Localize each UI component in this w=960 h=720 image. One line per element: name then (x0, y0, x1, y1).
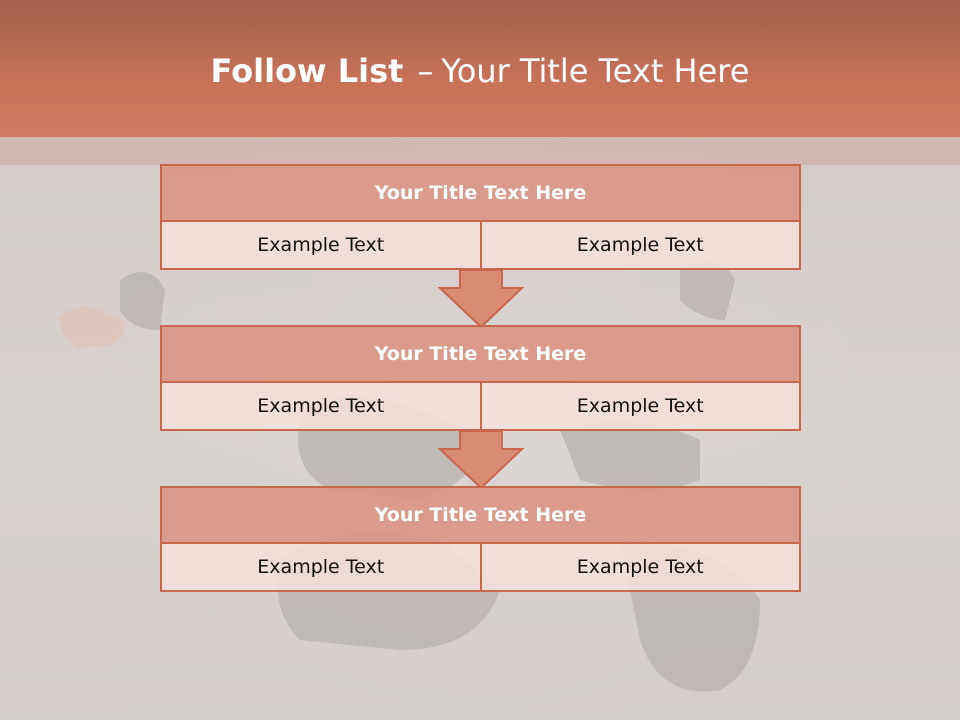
step-cell-left: Example Text (162, 544, 480, 590)
step-box-2: Your Title Text Here Example Text Exampl… (160, 325, 801, 431)
step-title: Your Title Text Here (162, 166, 799, 222)
header-band (0, 0, 960, 137)
slide-title: Follow List–Your Title Text Here (0, 52, 960, 90)
step-cell-left: Example Text (162, 383, 480, 429)
step-cell-right: Example Text (479, 222, 799, 268)
step-title: Your Title Text Here (162, 488, 799, 544)
step-box-1: Your Title Text Here Example Text Exampl… (160, 164, 801, 270)
header-stripe (0, 137, 960, 165)
down-arrow-icon (438, 431, 524, 489)
step-cell-left: Example Text (162, 222, 480, 268)
step-box-3: Your Title Text Here Example Text Exampl… (160, 486, 801, 592)
step-row: Example Text Example Text (162, 544, 799, 590)
step-row: Example Text Example Text (162, 222, 799, 268)
step-row: Example Text Example Text (162, 383, 799, 429)
step-title: Your Title Text Here (162, 327, 799, 383)
slide-title-rest: Your Title Text Here (441, 52, 750, 90)
down-arrow-icon (438, 270, 524, 328)
slide-title-bold: Follow List (210, 52, 404, 90)
step-cell-right: Example Text (479, 544, 799, 590)
step-cell-right: Example Text (479, 383, 799, 429)
slide-title-dash: – (417, 52, 434, 90)
